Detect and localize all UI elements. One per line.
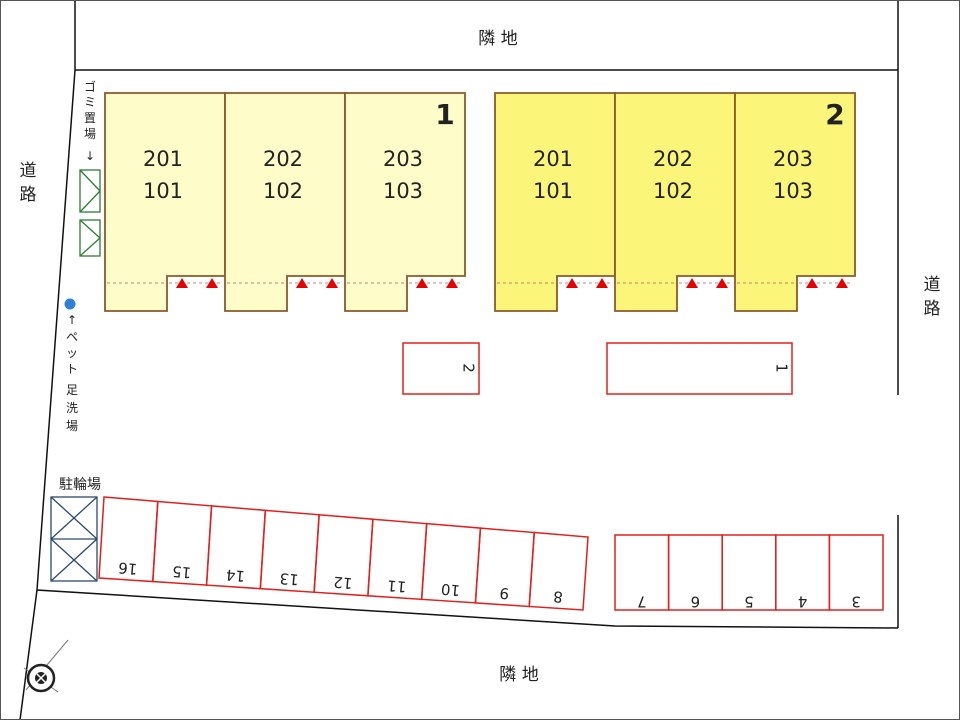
entrance-marker <box>296 278 308 288</box>
boundary-line <box>19 589 38 721</box>
bicycle-area-mark <box>50 538 98 582</box>
parking-row-right: 7 6 5 4 3 <box>614 534 884 611</box>
garbage-char: 場 <box>84 127 96 141</box>
entrance-marker <box>176 278 188 288</box>
unit-number-upper: 201 <box>143 147 183 171</box>
unit-number-upper: 203 <box>383 147 423 171</box>
road-right-label-1: 道 <box>924 275 941 295</box>
unit-number-upper: 201 <box>533 147 573 171</box>
pet-wash-char: ↑ <box>67 313 77 327</box>
garbage-box <box>79 219 101 257</box>
entrance-marker <box>836 278 848 288</box>
lot-left-bottom-edge <box>36 69 899 629</box>
parking-space-number: 5 <box>744 593 754 611</box>
bicycle-area-mark <box>50 496 98 540</box>
garbage-box-mark <box>79 190 101 213</box>
parking-space <box>402 342 480 395</box>
parking-space-number: 2 <box>460 363 478 373</box>
entrance-marker <box>686 278 698 288</box>
garbage-box-mark <box>79 237 101 257</box>
entrance-marker <box>326 278 338 288</box>
neighbor-top-label: 隣 地 <box>478 29 517 49</box>
unit-number-upper: 202 <box>263 147 303 171</box>
building-2: 201 101 202 102 203 103 2 <box>494 92 856 312</box>
unit-number-upper: 203 <box>773 147 813 171</box>
parking-space-number: 4 <box>798 593 808 611</box>
site-boundary <box>19 0 899 721</box>
garbage-box <box>79 169 101 213</box>
unit-number-lower: 103 <box>773 179 813 203</box>
pet-wash-label: ↑ ペ ッ ト 足 洗 場 <box>66 313 78 433</box>
neighbor-bottom-label: 隣 地 <box>499 665 538 685</box>
building-1: 201 101 202 102 203 103 1 <box>104 92 466 312</box>
parking-space-number: 1 <box>773 363 791 373</box>
bicycle-parking <box>50 496 98 582</box>
parking-space <box>606 342 793 395</box>
parking-space-number: 6 <box>691 593 701 611</box>
road-right-label-2: 路 <box>924 299 941 319</box>
unit-number-upper: 202 <box>653 147 693 171</box>
entrance-marker <box>716 278 728 288</box>
garbage-box-mark <box>79 169 101 192</box>
pet-wash-char: 洗 <box>66 401 78 415</box>
parking-space <box>828 534 884 611</box>
garbage-box-mark <box>79 219 101 239</box>
unit-number-lower: 101 <box>533 179 573 203</box>
pet-wash-char: ト <box>66 362 78 376</box>
parking-space-number: 3 <box>851 593 861 611</box>
north-arrow-mark <box>34 671 48 685</box>
entrance-marker <box>416 278 428 288</box>
building-number: 1 <box>435 98 454 131</box>
bicycle-parking-label: 駐輪場 <box>59 476 101 493</box>
parking-space-number: 8 <box>553 587 564 606</box>
parking-front: 2 1 <box>402 342 793 395</box>
garbage-storage <box>79 169 101 257</box>
parking-space <box>528 531 589 611</box>
garbage-char: ゴ <box>84 79 96 94</box>
entrance-marker <box>446 278 458 288</box>
pet-wash-marker <box>64 298 76 310</box>
road-left-label-1: 道 <box>20 161 37 181</box>
buildings: 201 101 202 102 203 103 1 201 101 202 102 203 103 2 <box>104 92 856 312</box>
north-arrow <box>23 639 69 693</box>
parking-space-number: 12 <box>333 573 354 593</box>
unit-number-lower: 103 <box>383 179 423 203</box>
building-number: 2 <box>825 98 844 131</box>
parking-space-number: 9 <box>499 584 510 603</box>
parking-space-number: 16 <box>118 558 139 578</box>
entrance-marker <box>806 278 818 288</box>
parking-row-left: 16 15 14 13 12 11 10 9 8 <box>98 496 589 611</box>
entrance-marker <box>566 278 578 288</box>
pet-wash-char: 場 <box>66 419 78 433</box>
parking-space-number: 11 <box>386 576 407 596</box>
road-left-label-2: 路 <box>20 185 37 205</box>
parking-space-number: 10 <box>440 580 461 600</box>
parking-space-number: 7 <box>637 593 647 611</box>
entrance-marker <box>596 278 608 288</box>
building-unit <box>344 92 466 312</box>
entrance-marker <box>206 278 218 288</box>
parking-space-number: 14 <box>225 566 246 586</box>
pet-wash-char: ペ <box>66 330 78 344</box>
pet-wash-char: 足 <box>66 383 78 397</box>
unit-number-lower: 102 <box>263 179 303 203</box>
garbage-char: ミ <box>84 95 96 109</box>
garbage-char: 置 <box>84 111 96 125</box>
building-unit <box>734 92 856 312</box>
parking-space-number: 15 <box>171 562 192 582</box>
unit-number-lower: 102 <box>653 179 693 203</box>
garbage-arrow: ↓ <box>85 149 95 163</box>
pet-wash-char: ッ <box>66 346 78 360</box>
unit-number-lower: 101 <box>143 179 183 203</box>
garbage-area-label: ゴ ミ 置 場 ↓ <box>84 79 96 163</box>
parking-space-number: 13 <box>279 569 300 589</box>
